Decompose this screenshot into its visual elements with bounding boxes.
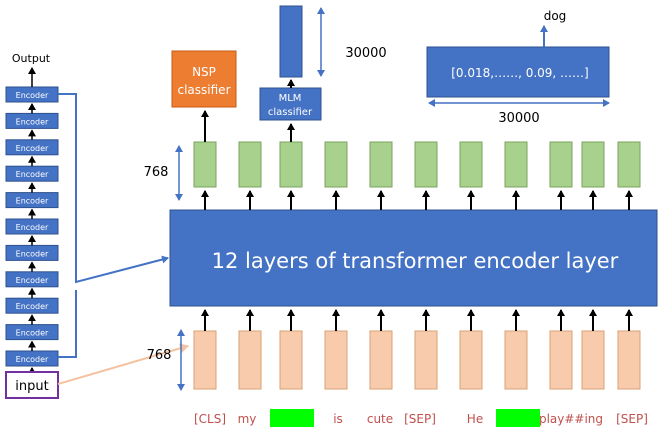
top-dim-label: 768 (144, 165, 169, 180)
mlm-output-bar (279, 5, 303, 78)
hidden-state-box (617, 141, 641, 188)
encoder-box-label: Encoder (16, 302, 49, 311)
hidden-state-box (193, 141, 217, 188)
encoder-box-label: Encoder (16, 329, 49, 338)
embedding-box (459, 330, 483, 390)
token-label: play##ing (539, 412, 603, 426)
prediction-vector-box (426, 46, 610, 98)
token-label: [SEP] (404, 412, 436, 426)
output-word: dog (544, 9, 567, 23)
prediction-vector-text: [0.018,……, 0.09, ……] (451, 66, 589, 80)
encoder-box-label: Encoder (16, 144, 49, 153)
input-connector-arrow (57, 343, 189, 385)
hidden-state-box (279, 141, 303, 188)
encoder-box-label: Encoder (16, 170, 49, 179)
embedding-box (238, 330, 262, 390)
vocab-size-label: 30000 (345, 46, 386, 61)
hidden-state-box (459, 141, 483, 188)
hidden-state-box (238, 141, 262, 188)
column-arrows (201, 110, 633, 331)
embedding-box (193, 330, 217, 390)
encoder-box-label: Encoder (16, 91, 49, 100)
bottom-connector-line (58, 290, 77, 358)
masked-token (270, 409, 314, 427)
nsp-classifier-box (171, 50, 237, 108)
transformer-block (169, 209, 658, 307)
hidden-state-box (369, 141, 393, 188)
token-label: He (467, 412, 483, 426)
embedding-box (279, 330, 303, 390)
encoder-box-label: Encoder (16, 197, 49, 206)
hidden-state-box (581, 141, 605, 188)
embedding-box (549, 330, 573, 390)
top-connector-line (58, 93, 169, 284)
input-embeddings (193, 330, 641, 390)
token-label: is (333, 412, 343, 426)
embedding-box (581, 330, 605, 390)
embedding-box (414, 330, 438, 390)
masked-token (496, 409, 540, 427)
mlm-label-line2: classifier (268, 107, 313, 118)
hidden-state-box (414, 141, 438, 188)
encoder-box-label: Encoder (16, 223, 49, 232)
encoder-box-label: Encoder (16, 355, 49, 364)
bottom-dim-label: 768 (147, 348, 172, 363)
token-label: cute (367, 412, 393, 426)
mlm-label-line1: MLM (279, 93, 302, 104)
output-hidden-states (193, 141, 641, 188)
token-label: [SEP] (616, 412, 648, 426)
embedding-box (504, 330, 528, 390)
token-label: my (238, 412, 257, 426)
token-label: [CLS] (194, 412, 226, 426)
embedding-box (617, 330, 641, 390)
hidden-state-box (549, 141, 573, 188)
input-tokens: [CLS] my is cute [SEP] He play##ing [SEP] (194, 409, 648, 427)
stack-connectors (57, 93, 189, 385)
nsp-label-line2: classifier (178, 83, 231, 97)
vector-width-label: 30000 (498, 111, 539, 126)
mlm-classifier-box (259, 87, 322, 121)
hidden-state-box (324, 141, 348, 188)
encoder-box-label: Encoder (16, 276, 49, 285)
nsp-label-line1: NSP (192, 65, 216, 79)
input-label: input (15, 379, 48, 394)
hidden-state-box (504, 141, 528, 188)
encoder-stack: Output EncoderEncoderEncoderEncoderEncod… (5, 52, 59, 399)
transformer-block-label: 12 layers of transformer encoder layer (212, 249, 619, 273)
output-label: Output (12, 52, 51, 65)
embedding-box (324, 330, 348, 390)
encoder-box-label: Encoder (16, 117, 49, 126)
embedding-box (369, 330, 393, 390)
encoder-box-label: Encoder (16, 249, 49, 258)
input-box (5, 371, 59, 399)
